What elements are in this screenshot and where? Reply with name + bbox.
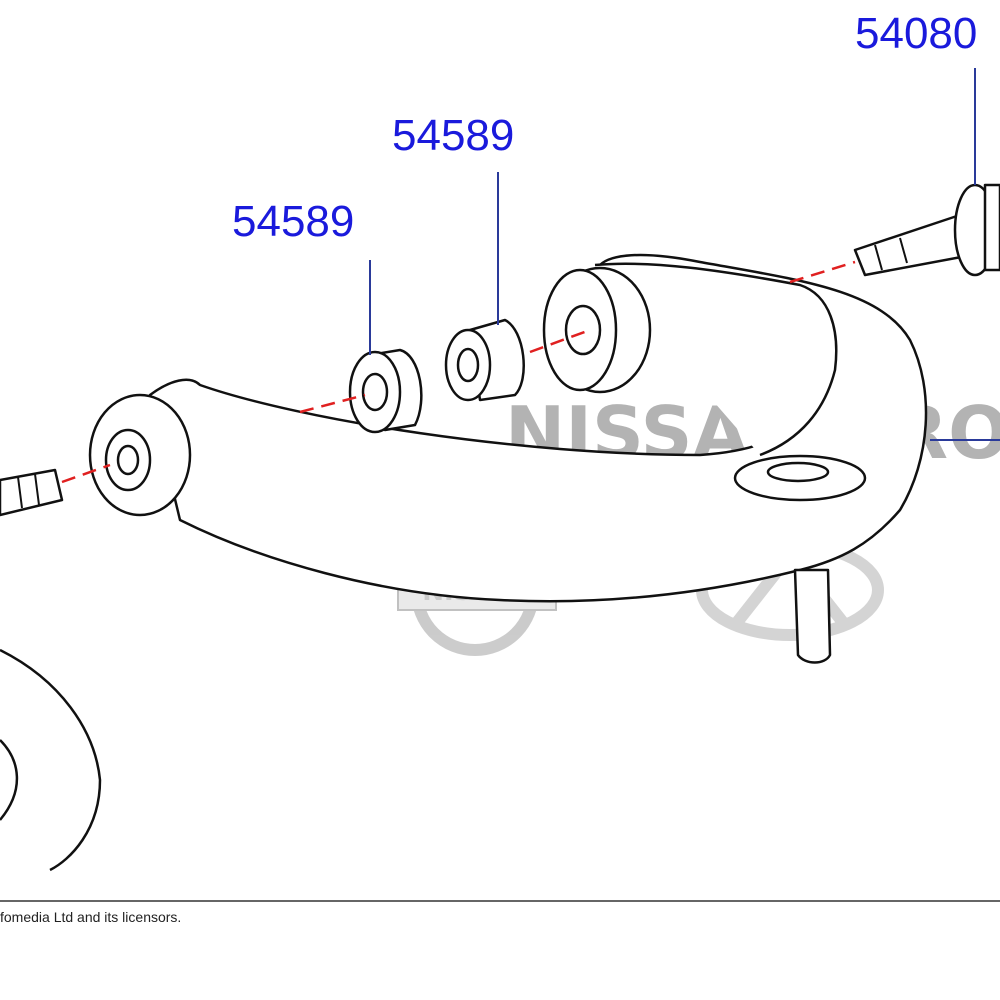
stabilizer-part [0, 648, 102, 872]
callout-54080[interactable]: 54080 [855, 9, 977, 58]
left-bolt [0, 468, 64, 517]
nut-54589-b [444, 318, 525, 402]
bolt-54080 [853, 183, 1000, 277]
footer-divider [0, 900, 1000, 902]
upper-control-arm [88, 253, 928, 664]
callout-54589-upper[interactable]: 54589 [392, 111, 514, 160]
nut-54589-a [348, 348, 423, 434]
callout-54589-lower[interactable]: 54589 [232, 197, 354, 246]
copyright-text: fomedia Ltd and its licensors. [0, 909, 182, 925]
